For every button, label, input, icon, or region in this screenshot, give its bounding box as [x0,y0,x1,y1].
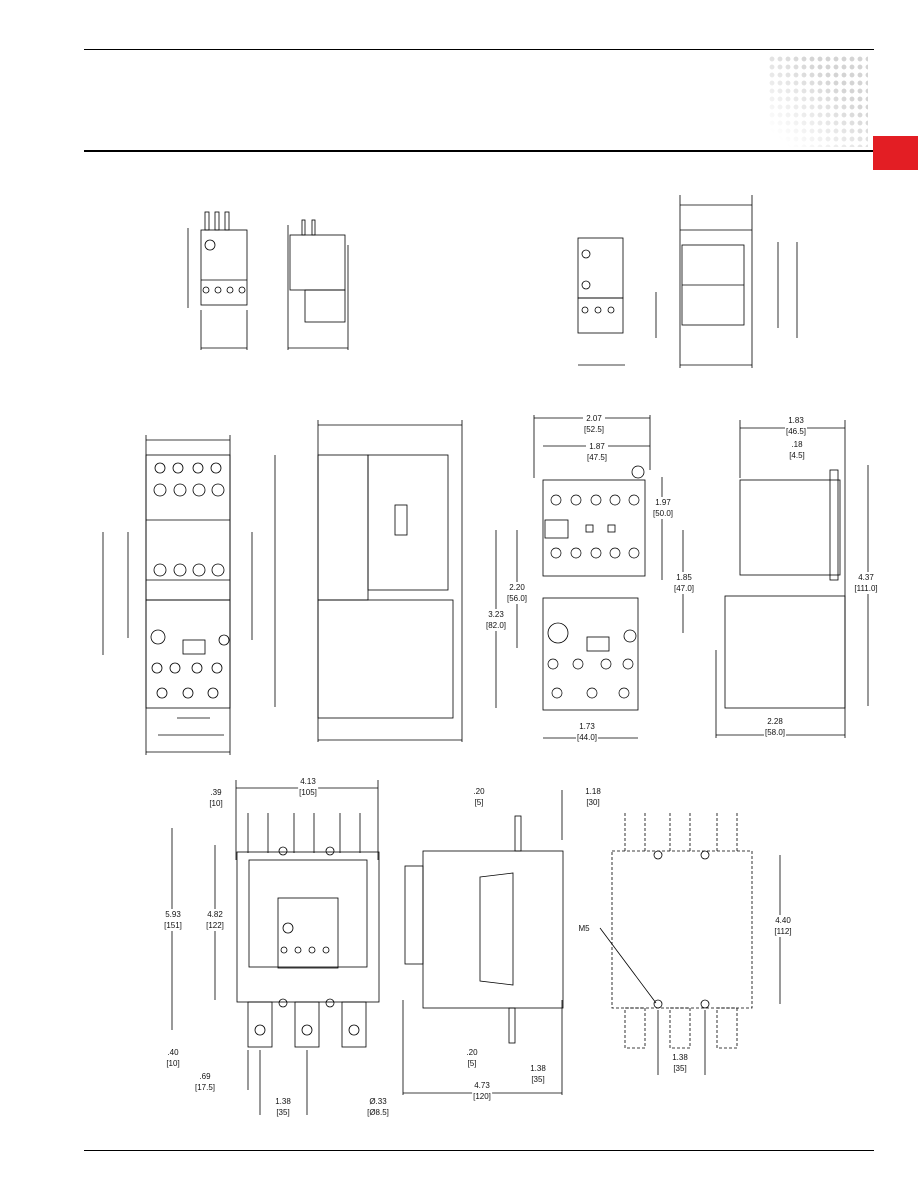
dim-value-mm: [Ø8.5] [366,1107,390,1118]
dim-value-mm: [50.0] [651,508,675,519]
dim-front-height-top: 1.97[50.0] [651,497,675,519]
dim-value-mm: [47.5] [585,452,609,463]
dim-value-in: .20 [472,786,486,797]
dim-value-in: 4.40 [773,915,793,926]
dim-terminal-pitch: 1.38[35] [274,1096,292,1118]
footer-rule [84,1150,874,1151]
dim-side-bottom-depth: 1.38[35] [529,1063,547,1085]
dim-side-total-depth: 4.73[120] [472,1080,492,1102]
decorative-dot-pattern [768,55,868,147]
dim-value-mm: [46.5] [784,426,808,437]
dim-side-height: 4.37[111.0] [853,572,879,594]
dim-value-in: 1.83 [784,415,808,426]
dim-value-text: M5 [577,923,591,934]
dim-value-mm: [47.0] [672,583,696,594]
dim-value-mm: [52.5] [582,424,606,435]
dim-side-top-depth: 1.18[30] [584,786,602,808]
dim-terminal-edge: .69[17.5] [193,1071,217,1093]
dim-value-in: Ø.33 [366,1096,390,1107]
dim-value-mm: [17.5] [193,1082,217,1093]
dim-top-slot: .39[10] [208,787,224,809]
dim-value-in: 1.38 [529,1063,547,1074]
small-relay-front-drawing [187,211,248,350]
dim-value-in: 4.73 [472,1080,492,1091]
dim-value-in: 1.38 [671,1052,689,1063]
dim-front-height-center: 1.85[47.0] [672,572,696,594]
dim-value-mm: [5] [465,1058,479,1069]
dim-front-width-top: 1.87[47.5] [585,441,609,463]
dim-value-in: .69 [193,1071,217,1082]
dim-value-in: 1.97 [651,497,675,508]
small-contactor-front-drawing [577,237,657,366]
dim-value-mm: [112] [773,926,793,937]
header-rule-thin [84,49,874,50]
small-relay-side-drawing [287,219,349,350]
dim-value-in: 2.07 [582,413,606,424]
dim-value-in: 1.38 [274,1096,292,1107]
dim-value-in: .20 [465,1047,479,1058]
dim-value-mm: [56.0] [505,593,529,604]
mounting-template-drawing [599,813,781,1075]
large-relay-front-drawing [171,780,380,1115]
dim-value-in: .39 [208,787,224,798]
contactor-relay-side-drawing [317,420,463,742]
dim-value-mm: [10] [208,798,224,809]
label-mount-screw: M5 [577,923,591,934]
small-contactor-side-drawing [679,195,798,368]
dim-value-mm: [111.0] [853,583,879,594]
dim-value-mm: [10] [165,1058,181,1069]
dim-front-width: 4.13[105] [298,776,318,798]
dim-value-mm: [35] [671,1063,689,1074]
dim-side-offset: .18[4.5] [788,439,806,461]
dim-value-mm: [120] [472,1091,492,1102]
dim-value-in: 2.20 [505,582,529,593]
dim-front-width-bottom: 1.73[44.0] [575,721,599,743]
dim-value-in: 3.23 [484,609,508,620]
dim-value-mm: [35] [274,1107,292,1118]
dim-side-width-bottom: 2.28[58.0] [763,716,787,738]
dim-value-mm: [5] [472,797,486,808]
dim-value-mm: [30] [584,797,602,808]
dim-value-in: 1.85 [672,572,696,583]
dim-side-top-tab: .20[5] [472,786,486,808]
dim-value-mm: [58.0] [763,727,787,738]
dim-value-in: 4.37 [853,572,879,583]
header-rule-thick [84,150,874,152]
dim-front-height-total: 3.23[82.0] [484,609,508,631]
dim-value-in: 5.93 [163,909,183,920]
dim-total-height: 5.93[151] [163,909,183,931]
dim-value-mm: [122] [205,920,225,931]
dim-value-in: 2.28 [763,716,787,727]
dim-body-height: 4.82[122] [205,909,225,931]
dim-mount-pitch: 1.38[35] [671,1052,689,1074]
dim-value-mm: [105] [298,787,318,798]
dim-value-mm: [44.0] [575,732,599,743]
dim-value-in: 1.18 [584,786,602,797]
dim-value-mm: [35] [529,1074,547,1085]
dim-value-in: 1.73 [575,721,599,732]
dim-value-in: .40 [165,1047,181,1058]
dim-side-width-top: 1.83[46.5] [784,415,808,437]
dim-mount-height: 4.40[112] [773,915,793,937]
dim-value-in: 1.87 [585,441,609,452]
dim-value-in: 4.82 [205,909,225,920]
dim-value-in: .18 [788,439,806,450]
mini-contactor-side-drawing [715,420,869,738]
section-tab-marker [873,136,918,170]
contactor-relay-front-drawing [102,435,276,755]
dim-value-mm: [4.5] [788,450,806,461]
dim-value-in: 4.13 [298,776,318,787]
dim-bottom-offset: .40[10] [165,1047,181,1069]
mini-contactor-front-drawing [495,415,684,739]
large-relay-side-drawing [402,790,564,1095]
dim-front-width-overall: 2.07[52.5] [582,413,606,435]
dim-side-bottom-tab: .20[5] [465,1047,479,1069]
dim-front-height-mid: 2.20[56.0] [505,582,529,604]
dim-hole-diameter: Ø.33[Ø8.5] [366,1096,390,1118]
dim-value-mm: [151] [163,920,183,931]
dim-value-mm: [82.0] [484,620,508,631]
